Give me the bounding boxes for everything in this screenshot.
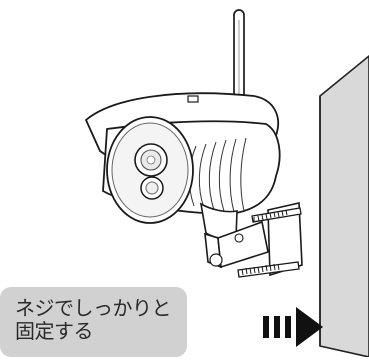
mount-bracket-icon <box>199 202 303 277</box>
instruction-line-1: ネジでしっかりと <box>15 296 172 320</box>
antenna-icon <box>233 9 245 106</box>
arrow-right-icon <box>263 307 323 347</box>
instruction-line-2: 固定する <box>15 319 94 343</box>
wall-icon <box>319 54 369 358</box>
security-camera-icon <box>84 92 281 224</box>
instruction-callout: ネジでしっかりと 固定する <box>0 287 187 357</box>
screw-icon <box>237 207 302 278</box>
